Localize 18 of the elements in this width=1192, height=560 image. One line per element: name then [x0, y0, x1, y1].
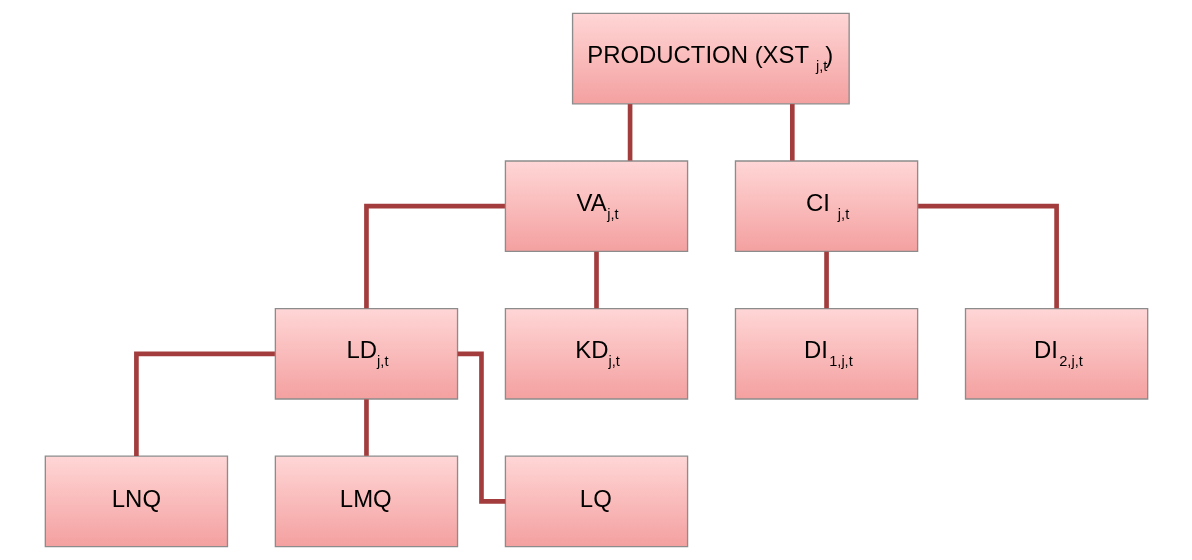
node-box: KD$_{j,t}$ — [504, 307, 688, 400]
node-box: DI$_{1,j,t}$ — [734, 307, 918, 400]
connector — [363, 203, 505, 309]
connector — [917, 203, 1059, 309]
node-box: LNQ — [44, 455, 228, 548]
node-box: VA$_{j,t}$ — [504, 160, 688, 253]
node-box: PRODUCTION (XST $_{j,t}$) — [571, 12, 850, 105]
connector — [133, 351, 275, 456]
connector — [823, 251, 829, 309]
connector — [789, 104, 795, 161]
connector — [627, 104, 632, 161]
node-box: LQ — [504, 455, 688, 548]
node-box: LD$_{j,t}$ — [274, 307, 458, 400]
connector — [593, 251, 599, 309]
node-box: CI $_{j,t}$ — [734, 160, 918, 253]
node-box: DI$_{2,j,t}$ — [964, 307, 1148, 400]
node-box: LMQ — [274, 455, 458, 548]
connector — [363, 399, 369, 456]
